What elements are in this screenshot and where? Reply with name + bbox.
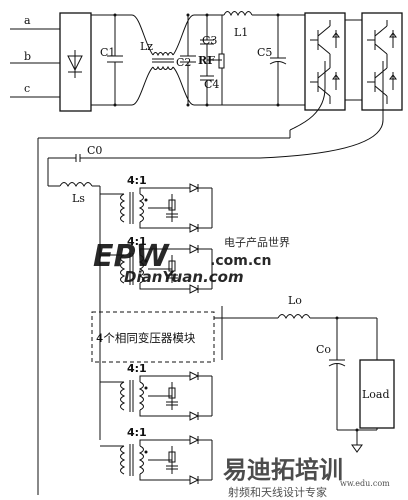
common-mode-choke <box>131 14 195 106</box>
secondary-bottom-lead-3 <box>139 410 190 417</box>
diode-top-1 <box>189 183 200 193</box>
polarity-dot-3 <box>144 386 148 390</box>
load-label: Load <box>362 388 390 401</box>
dc-bus <box>91 13 132 107</box>
secondary-top-lead-3 <box>139 375 190 382</box>
input-b-label: b <box>24 50 31 63</box>
secondary-bottom-lead-2 <box>139 283 190 290</box>
diode-top-4 <box>189 435 200 445</box>
input-lines <box>10 28 60 98</box>
secondary-top-lead-4 <box>139 439 190 446</box>
transformer-ratio-4: 4:1 <box>127 426 147 439</box>
epw-logo-url: .com.cn <box>210 253 271 269</box>
epw-watermark: EPW 电子产品世界 .com.cn DianYuan.com <box>93 235 290 286</box>
rectifier-block <box>59 12 92 112</box>
secondary-bottom-lead-1 <box>139 222 190 229</box>
diode-bottom-4 <box>189 475 200 485</box>
c3-label: C3 <box>202 34 217 47</box>
input-c-label: c <box>24 82 30 95</box>
igbt-bridge <box>300 12 403 111</box>
secondary-winding-2 <box>138 254 144 284</box>
c1-label: C1 <box>100 46 115 59</box>
diode-top-2 <box>189 244 200 254</box>
snubber-resistor-4 <box>168 451 176 463</box>
bottom-watermark-url: ww.edu.com <box>340 479 390 488</box>
c2-label: C2 <box>176 56 191 69</box>
l1-label: L1 <box>234 26 248 39</box>
ls-label: Ls <box>72 192 85 205</box>
lo-label: Lo <box>288 294 302 307</box>
transformer-ratio-1: 4:1 <box>127 174 147 187</box>
output-filter <box>214 314 395 453</box>
bottom-watermark-cn: 易迪拓培训 <box>223 456 343 484</box>
epw-logo-cn: 电子产品世界 <box>224 235 290 249</box>
polarity-dot-1 <box>144 198 148 202</box>
ls-inductor <box>59 182 101 440</box>
transformer-ratio-2: 4:1 <box>127 235 147 248</box>
diode-bottom-1 <box>189 223 200 233</box>
polarity-dot-2 <box>144 259 148 263</box>
l1-c5 <box>222 11 300 107</box>
bottom-watermark: 易迪拓培训 射频和天线设计专家 ww.edu.com <box>223 456 390 499</box>
co-label: Co <box>316 343 331 356</box>
secondary-winding-3 <box>138 381 144 411</box>
c0-label: C0 <box>87 144 102 157</box>
module-label: 4个相同变压器模块 <box>96 331 196 345</box>
snubber-resistor-1 <box>168 199 176 211</box>
snubber-resistor-3 <box>168 387 176 399</box>
primary-winding-2 <box>120 254 126 284</box>
bridge-output-leads <box>37 61 384 495</box>
polarity-dot-4 <box>144 450 148 454</box>
primary-winding-1 <box>120 193 126 223</box>
primary-winding-3 <box>120 381 126 411</box>
secondary-winding-4 <box>138 445 144 475</box>
c4-label: C4 <box>204 78 219 91</box>
secondary-bottom-lead-4 <box>139 474 190 481</box>
filter-network <box>180 13 278 107</box>
secondary-winding-1 <box>138 193 144 223</box>
snubber-resistor-2 <box>168 260 176 272</box>
epw-logo-text: EPW <box>93 239 170 274</box>
secondary-top-lead-2 <box>139 248 190 255</box>
secondary-top-lead-1 <box>139 187 190 194</box>
diode-bottom-3 <box>189 411 200 421</box>
diode-bottom-2 <box>189 284 200 294</box>
rf-label: RF <box>198 54 215 67</box>
primary-winding-4 <box>120 445 126 475</box>
diode-top-3 <box>189 371 200 381</box>
c5-label: C5 <box>257 46 272 59</box>
lz-label: Lz <box>140 40 153 53</box>
transformer-ratio-3: 4:1 <box>127 362 147 375</box>
transformer-modules: 4:1 4:1 4:1 4:1 <box>100 174 213 485</box>
input-a-label: a <box>24 14 31 27</box>
dianyuan-logo: DianYuan.com <box>124 268 244 286</box>
bottom-watermark-sub: 射频和天线设计专家 <box>228 485 327 499</box>
